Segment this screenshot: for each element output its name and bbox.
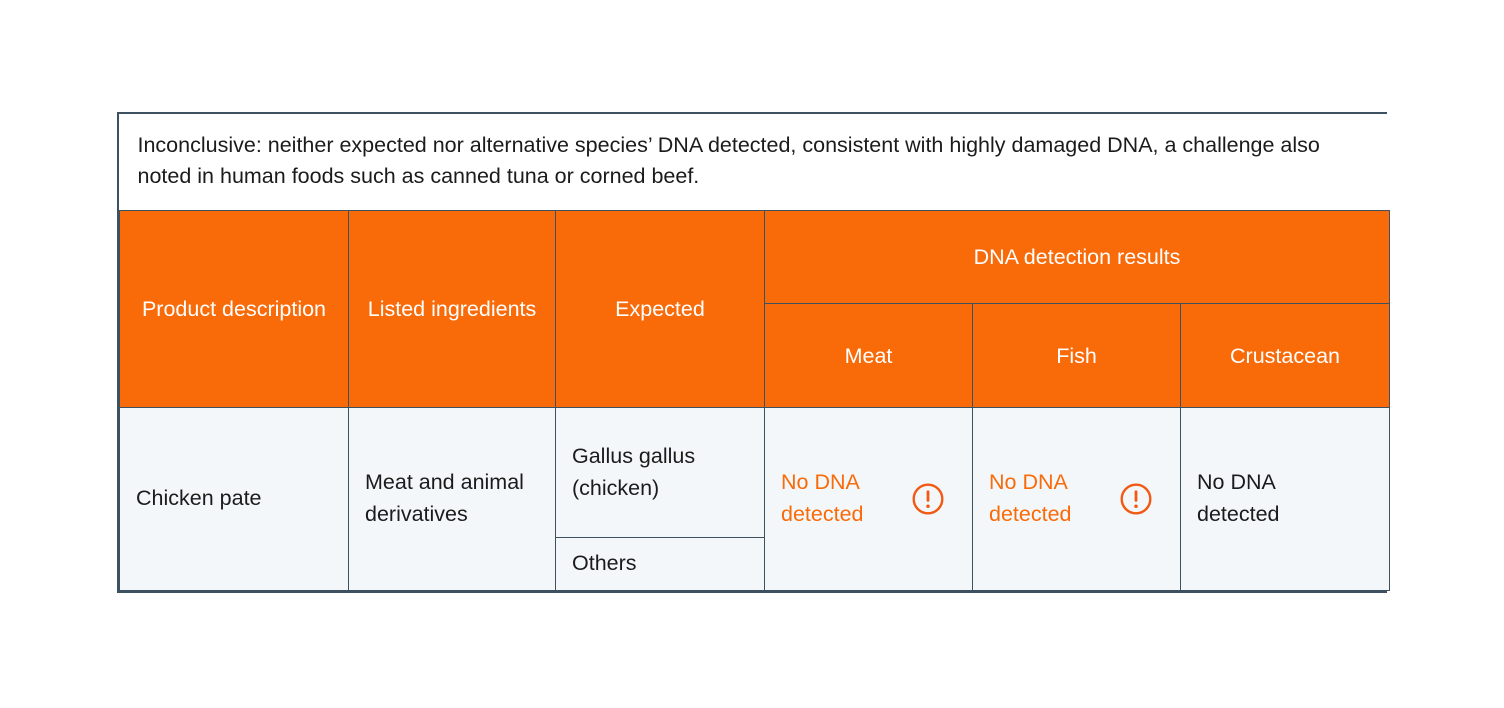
- column-header-crustacean: Crustacean: [1179, 303, 1391, 409]
- table-header-row-secondary: Meat Fish Crustacean: [120, 303, 1391, 409]
- dna-detection-table-container: Inconclusive: neither expected nor alter…: [117, 112, 1391, 593]
- column-header-group-dna-detection-results: DNA detection results: [763, 210, 1391, 305]
- exclamation-circle-icon: [1120, 483, 1152, 515]
- cell-result-crustacean: No DNA detected: [1179, 407, 1391, 591]
- cell-product-description: Chicken pate: [119, 407, 349, 591]
- inconclusive-note: Inconclusive: neither expected nor alter…: [119, 114, 1390, 212]
- column-header-listed-ingredients: Listed ingredients: [348, 210, 556, 409]
- result-text-meat: No DNA detected: [781, 470, 864, 527]
- column-header-product-description: Product description: [119, 210, 349, 409]
- result-text-crustacean: No DNA detected: [1197, 470, 1280, 527]
- cell-result-meat: No DNA detected: [764, 407, 973, 591]
- table-row-expected-secondary: Others: [120, 537, 1390, 591]
- table-row: Chicken pate Meat and animal derivatives…: [119, 407, 1391, 591]
- table-note-row: Inconclusive: neither expected nor alter…: [119, 114, 1390, 212]
- cell-expected-secondary: Others: [555, 537, 765, 591]
- table-header-row-primary: Product description Listed ingredients E…: [119, 210, 1391, 409]
- cell-result-fish: No DNA detected: [972, 407, 1181, 591]
- exclamation-circle-icon: [912, 483, 944, 515]
- column-header-meat: Meat: [764, 303, 973, 409]
- column-header-expected: Expected: [555, 210, 765, 409]
- cell-expected-primary: Gallus gallus (chicken): [555, 407, 765, 539]
- result-text-fish: No DNA detected: [989, 470, 1072, 527]
- cell-listed-ingredients: Meat and animal derivatives: [348, 407, 556, 591]
- column-header-fish: Fish: [972, 303, 1181, 409]
- dna-detection-table: Inconclusive: neither expected nor alter…: [119, 114, 1391, 591]
